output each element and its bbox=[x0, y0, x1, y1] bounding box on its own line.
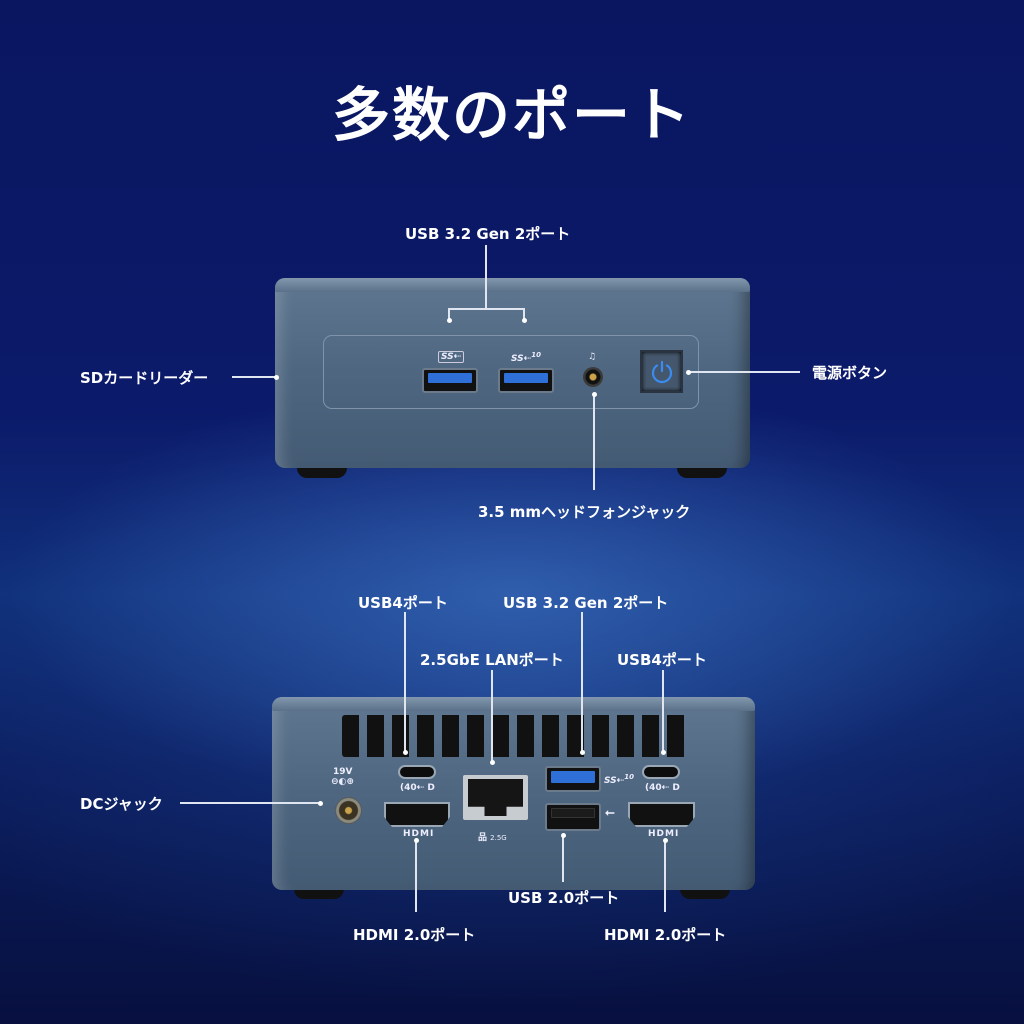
dc-jack-label: DCジャック bbox=[80, 795, 163, 813]
lan-icon: 品 2.5G bbox=[478, 833, 507, 843]
usb32-back-label: USB 3.2 Gen 2ポート bbox=[503, 594, 669, 612]
hdmi-left-label: HDMI 2.0ポート bbox=[353, 926, 476, 944]
usb4-port-left bbox=[398, 765, 436, 779]
usb-a-port bbox=[422, 368, 478, 393]
usb4-icon: (40⇠ D bbox=[400, 783, 435, 793]
usb-icon: ⭠ bbox=[605, 805, 615, 819]
dc-jack bbox=[335, 797, 362, 824]
usb-ss-icon: SS⇠10 bbox=[511, 351, 541, 364]
power-button-label: 電源ボタン bbox=[812, 364, 888, 382]
usb-ss-icon: SS⇠ bbox=[438, 351, 465, 363]
usb32-port-back bbox=[545, 766, 601, 792]
usb4-port-right bbox=[642, 765, 680, 779]
usb32-front-label: USB 3.2 Gen 2ポート bbox=[405, 225, 571, 243]
usb4-right-label: USB4ポート bbox=[617, 651, 707, 669]
page-title: 多数のポート bbox=[331, 81, 692, 149]
usb4-left-label: USB4ポート bbox=[358, 594, 448, 612]
hdmi-port-left bbox=[384, 802, 450, 827]
usb4-icon: (40⇠ D bbox=[645, 783, 680, 793]
usb-ss-icon: SS⇠10 bbox=[604, 773, 634, 786]
hdmi-logo: HDMI bbox=[403, 829, 435, 839]
front-device: SS⇠ SS⇠10 ♫ bbox=[275, 278, 750, 478]
headphone-icon: ♫ bbox=[588, 352, 597, 362]
usb20-port bbox=[545, 803, 601, 831]
hdmi-logo: HDMI bbox=[648, 829, 680, 839]
audio-jack bbox=[583, 367, 603, 387]
sd-card-reader-label: SDカードリーダー bbox=[80, 369, 209, 387]
power-icon bbox=[651, 360, 672, 383]
dc-polarity-icon: ⊖◐⊕ bbox=[331, 777, 354, 787]
usb20-label: USB 2.0ポート bbox=[508, 889, 620, 907]
hdmi-right-label: HDMI 2.0ポート bbox=[604, 926, 727, 944]
lan-label: 2.5GbE LANポート bbox=[420, 651, 564, 669]
usb-a-port bbox=[498, 368, 554, 393]
power-button[interactable] bbox=[640, 350, 683, 393]
headphone-jack-label: 3.5 mmヘッドフォンジャック bbox=[478, 503, 691, 521]
dc-voltage-text: 19V bbox=[333, 767, 353, 777]
back-device: 19V ⊖◐⊕ (40⇠ D HDMI 品 2.5G SS⇠10 ⭠ (40⇠ … bbox=[272, 697, 755, 899]
hdmi-port-right bbox=[628, 802, 695, 827]
vent-grille bbox=[342, 715, 687, 757]
lan-port bbox=[463, 775, 528, 820]
